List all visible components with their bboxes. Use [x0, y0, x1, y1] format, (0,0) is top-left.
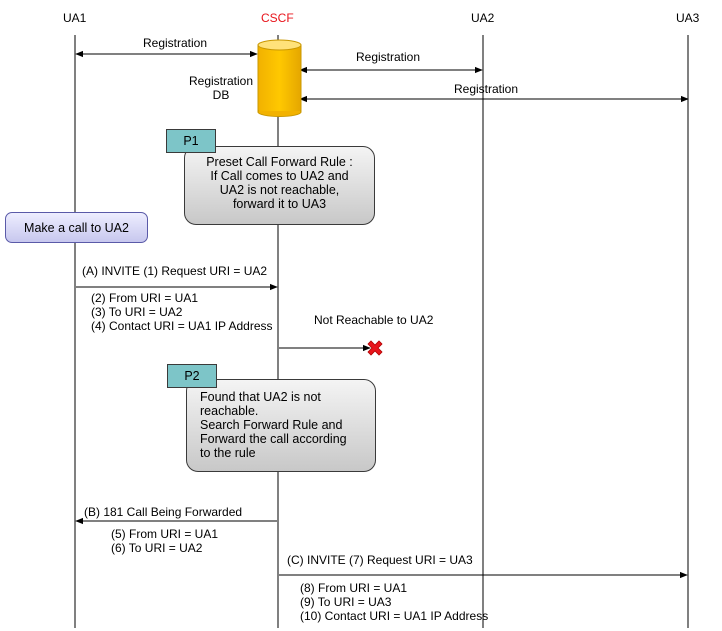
participant-ua2: UA2	[471, 11, 495, 25]
invite-c-details: (8) From URI = UA1 (9) To URI = UA3 (10)…	[300, 581, 489, 623]
participant-ua1: UA1	[63, 11, 87, 25]
participant-ua3: UA3	[676, 11, 700, 25]
invite-c-label: (C) INVITE (7) Request URI = UA3	[287, 553, 473, 567]
note-p1-text: Preset Call Forward Rule : If Call comes…	[206, 155, 353, 211]
note-p2-text: Found that UA2 is not reachable. Search …	[200, 390, 347, 460]
invite-a-details: (2) From URI = UA1 (3) To URI = UA2 (4) …	[91, 291, 273, 333]
registration-label-ua1: Registration	[143, 36, 208, 50]
note-p2-tag: P2	[167, 364, 217, 388]
note-p2	[186, 379, 376, 472]
participant-cscf: CSCF	[261, 11, 294, 25]
response-b-label: (B) 181 Call Being Forwarded	[84, 505, 243, 519]
registration-label-ua2: Registration	[356, 50, 421, 64]
note-p1	[184, 146, 375, 225]
not-reachable-label: Not Reachable to UA2	[314, 313, 434, 327]
unreachable-x-icon	[367, 340, 383, 356]
registration-label-ua3: Registration	[454, 82, 519, 96]
make-call-button[interactable]: Make a call to UA2	[5, 212, 148, 243]
note-p1-tag: P1	[166, 129, 216, 153]
response-b-details: (5) From URI = UA1 (6) To URI = UA2	[111, 527, 219, 555]
db-label: Registration DB	[188, 74, 254, 102]
registration-db	[257, 39, 302, 117]
invite-a-label: (A) INVITE (1) Request URI = UA2	[82, 264, 268, 278]
